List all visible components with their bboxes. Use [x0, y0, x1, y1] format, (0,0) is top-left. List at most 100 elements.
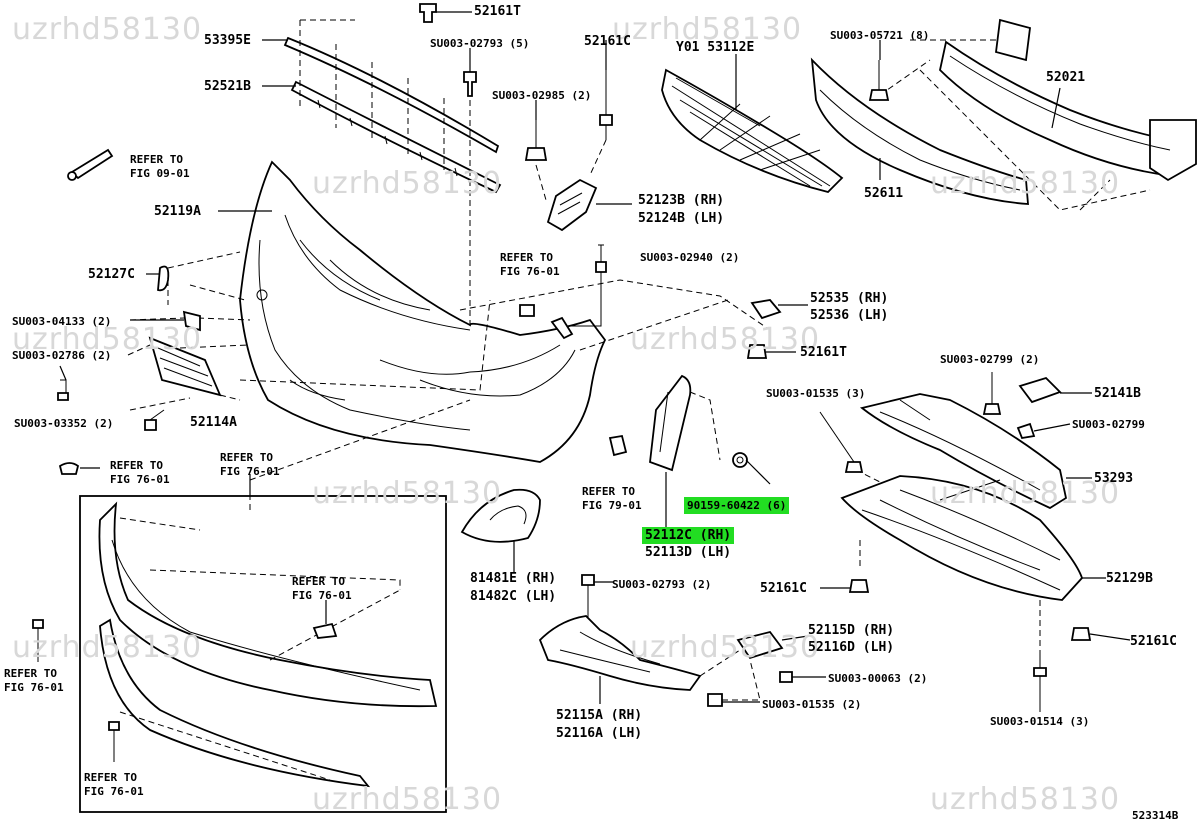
watermark: uzrhd58130 [930, 782, 1121, 817]
watermark: uzrhd58130 [630, 322, 821, 357]
bolt-su05721 [868, 60, 890, 101]
refer-7601-mid-line1: REFER TO [500, 251, 553, 264]
refer-0901-line1: REFER TO [130, 153, 183, 166]
label-su00063: SU003-00063 (2) [828, 672, 928, 685]
refer-7601-m2-line1: REFER TO [220, 451, 273, 464]
screw-su01535-2 [707, 693, 723, 707]
refer-7601-box-line2: FIG 76-01 [292, 589, 352, 602]
label-52112c-highlighted: 52112C (RH) [642, 527, 735, 544]
spoiler-detail-box [79, 495, 447, 813]
pin-left [32, 619, 44, 662]
label-52116d: 52116D (LH) [808, 640, 895, 655]
refer-7901-line2: FIG 79-01 [582, 499, 642, 512]
label-52521b: 52521B [204, 79, 251, 94]
label-52124b: 52124B (LH) [638, 211, 725, 226]
reinforcement-52021 [939, 18, 1197, 182]
screw-su00063 [779, 671, 793, 683]
label-su02793-5: SU003-02793 (5) [430, 37, 530, 50]
under-cover-52129b [840, 475, 1084, 601]
label-52161c-mid: 52161C [760, 581, 807, 596]
bolt-su02799 [982, 372, 1036, 440]
label-su01535-2: SU003-01535 (2) [762, 698, 862, 711]
refer-7601-ll-line1: REFER TO [4, 667, 57, 680]
label-52115a: 52115A (RH) [556, 708, 643, 723]
refer-7601-m2-line2: FIG 76-01 [220, 465, 280, 478]
label-53293: 53293 [1094, 471, 1134, 486]
label-52141b: 52141B [1094, 386, 1141, 401]
label-su03352: SU003-03352 (2) [14, 417, 114, 430]
label-52536: 52536 (LH) [810, 308, 889, 323]
watermark: uzrhd58130 [930, 166, 1121, 201]
bracket-52123b [546, 178, 598, 232]
label-52115d: 52115D (RH) [808, 623, 895, 638]
label-52119a: 52119A [154, 204, 201, 219]
label-su02799: SU003-02799 [1072, 418, 1145, 431]
rod-refer-0901 [67, 148, 114, 181]
refer-7601-ll-line2: FIG 76-01 [4, 681, 64, 694]
label-52535: 52535 (RH) [810, 291, 889, 306]
refer-0901-line2: FIG 09-01 [130, 167, 190, 180]
watermark: uzrhd58130 [12, 322, 203, 357]
bracket-52141b [1018, 376, 1062, 404]
label-su05721: SU003-05721 (8) [830, 29, 930, 42]
refer-7601-bot-line1: REFER TO [84, 771, 137, 784]
label-52161t: 52161T [474, 4, 521, 19]
clip-refer-7601-box [312, 622, 338, 639]
leader-lines [59, 11, 1131, 704]
bracket-52535 [750, 299, 782, 320]
bolt-refer-7601-mid [519, 304, 535, 317]
watermark: uzrhd58130 [312, 166, 503, 201]
clips-52161c [848, 579, 1092, 641]
screw-su02786 [57, 379, 69, 401]
label-52161c-top: 52161C [584, 34, 631, 49]
molding-52521b [290, 80, 502, 194]
label-su01535-3: SU003-01535 (3) [766, 387, 866, 400]
clip-refer-7601-l [58, 462, 80, 475]
refer-7601-box-line1: REFER TO [292, 575, 345, 588]
clip-52127c [157, 265, 170, 292]
bolt-su02793 [463, 71, 477, 97]
cover-53293 [859, 393, 1068, 510]
clip-52161t-b [746, 344, 768, 359]
absorber-52611 [810, 57, 1029, 205]
diagram-id: 523314B [1132, 809, 1179, 822]
bracket-52115d [736, 630, 784, 660]
label-81481e: 81481E (RH) [470, 571, 557, 586]
bumper-cover-52119a [239, 160, 607, 463]
molding-53395e [283, 36, 500, 154]
cover-81481e [460, 488, 541, 543]
label-53395e: 53395E [204, 33, 251, 48]
bolt-su02985 [524, 120, 548, 161]
label-52611: 52611 [864, 186, 904, 201]
label-52113d: 52113D (LH) [645, 545, 732, 560]
bolt-su01514 [1033, 656, 1047, 712]
screw-su03352 [144, 409, 165, 431]
seal-52112c [649, 374, 692, 472]
label-su02985: SU003-02985 (2) [492, 89, 592, 102]
watermark: uzrhd58130 [630, 630, 821, 665]
bracket-52115a [538, 615, 702, 691]
label-su02799-2: SU003-02799 (2) [940, 353, 1040, 366]
label-y01-53112e: Y01 53112E [676, 40, 755, 55]
label-52116a: 52116A (LH) [556, 726, 643, 741]
label-52021: 52021 [1046, 70, 1086, 85]
refer-7901-line1: REFER TO [582, 485, 635, 498]
label-52161t-b: 52161T [800, 345, 847, 360]
label-52114a: 52114A [190, 415, 237, 430]
label-52127c: 52127C [88, 267, 135, 282]
bolt-su01535-3 [819, 411, 864, 473]
spoiler-upper [98, 501, 438, 708]
label-52161c-r: 52161C [1130, 634, 1177, 649]
watermark: uzrhd58130 [930, 476, 1121, 511]
refer-7601-bot-line2: FIG 76-01 [84, 785, 144, 798]
label-90159-60422-highlighted: 90159-60422 (6) [684, 497, 790, 514]
label-su02793-2: SU003-02793 (2) [612, 578, 712, 591]
clip-52161c-top [599, 70, 613, 140]
watermark: uzrhd58130 [12, 630, 203, 665]
refer-7601-l-line2: FIG 76-01 [110, 473, 170, 486]
watermark: uzrhd58130 [12, 12, 203, 47]
clip-bolt-52161t [419, 3, 437, 23]
pin-center [550, 316, 574, 340]
refer-7601-l-line1: REFER TO [110, 459, 163, 472]
